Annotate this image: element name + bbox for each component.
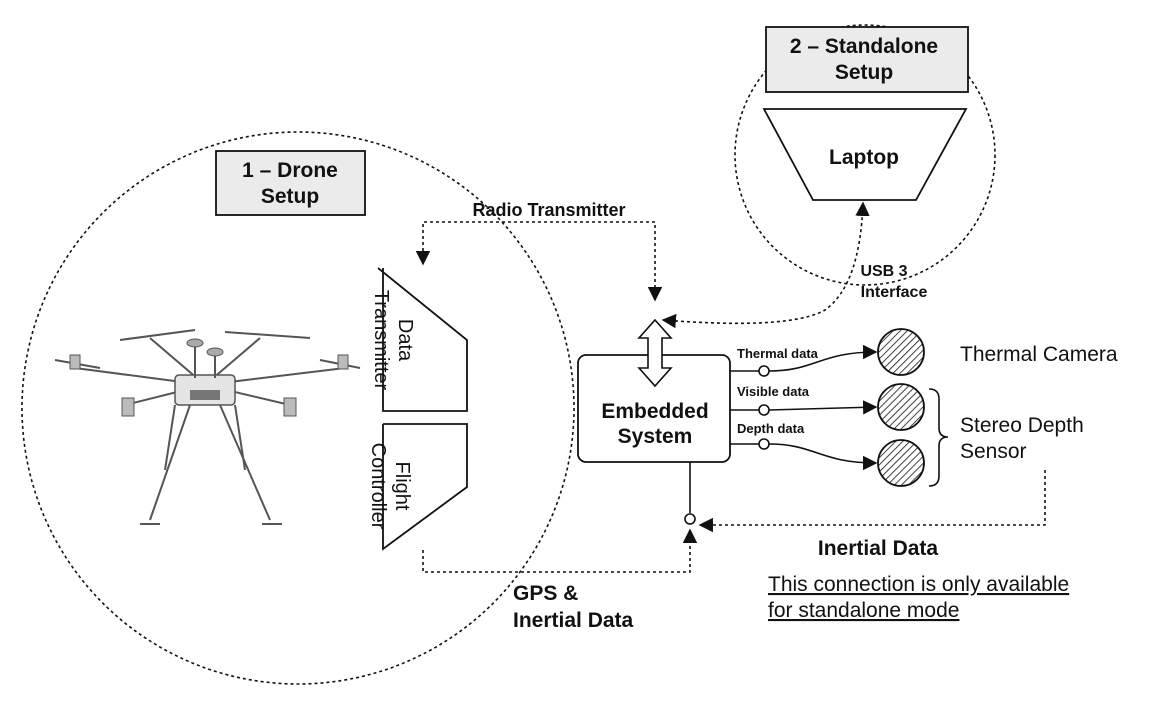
data-transmitter-line1: Data — [394, 319, 416, 362]
gps-label-line2: Inertial Data — [513, 609, 634, 632]
usb-link — [661, 201, 870, 329]
data-transmitter-line2: Transmitter — [370, 290, 392, 391]
drone-setup-label: 1 – Drone Setup — [215, 150, 366, 216]
drone-setup-line2: Setup — [261, 185, 319, 208]
gps-label-line1: GPS & — [513, 582, 578, 605]
gps-link — [422, 528, 698, 573]
depth-data-line: Depth data — [730, 421, 878, 471]
laptop-block: Laptop — [762, 108, 968, 201]
embedded-system-line2: System — [618, 425, 693, 448]
inertial-junction — [684, 513, 696, 525]
stereo-right-icon — [877, 439, 925, 487]
note-line2: for standalone mode — [768, 599, 959, 622]
hexacopter-drone-icon — [54, 329, 361, 525]
embedded-system-block: Embedded System — [577, 354, 731, 463]
embedded-system-line1: Embedded — [601, 400, 708, 423]
flight-controller-line1: Flight — [391, 462, 413, 511]
standalone-setup-label: 2 – Standalone Setup — [765, 26, 969, 93]
bus-double-arrow — [637, 318, 673, 388]
thermal-data-line: Thermal data — [730, 344, 878, 377]
flight-controller-line2: Controller — [367, 443, 389, 530]
standalone-setup-line2: Setup — [835, 61, 893, 84]
flight-controller-block: Flight Controller — [367, 423, 468, 551]
radio-link — [415, 221, 663, 302]
thermal-camera-icon — [877, 328, 925, 376]
stereo-brace — [928, 388, 949, 487]
stereo-sensor-line2: Sensor — [960, 440, 1027, 463]
stereo-left-icon — [877, 383, 925, 431]
radio-transmitter-label: Radio Transmitter — [472, 200, 625, 220]
inertial-data-label: Inertial Data — [818, 537, 939, 560]
stereo-sensor-line1: Stereo Depth — [960, 414, 1084, 437]
visible-data-label: Visible data — [737, 384, 810, 399]
usb-label-line1: USB 3 — [860, 263, 907, 280]
thermal-data-label: Thermal data — [737, 346, 819, 361]
drone-setup-line1: 1 – Drone — [242, 159, 338, 182]
usb-label-line2: Interface — [861, 284, 928, 301]
data-transmitter-block: Data Transmitter — [370, 267, 468, 412]
standalone-setup-line1: 2 – Standalone — [790, 35, 938, 58]
laptop-label: Laptop — [829, 146, 899, 169]
thermal-camera-label: Thermal Camera — [960, 343, 1118, 366]
visible-data-line: Visible data — [730, 384, 878, 416]
depth-data-label: Depth data — [737, 421, 805, 436]
note-line1: This connection is only available — [768, 573, 1069, 596]
drone-setup-boundary — [21, 131, 575, 685]
inertial-link — [698, 470, 1046, 533]
